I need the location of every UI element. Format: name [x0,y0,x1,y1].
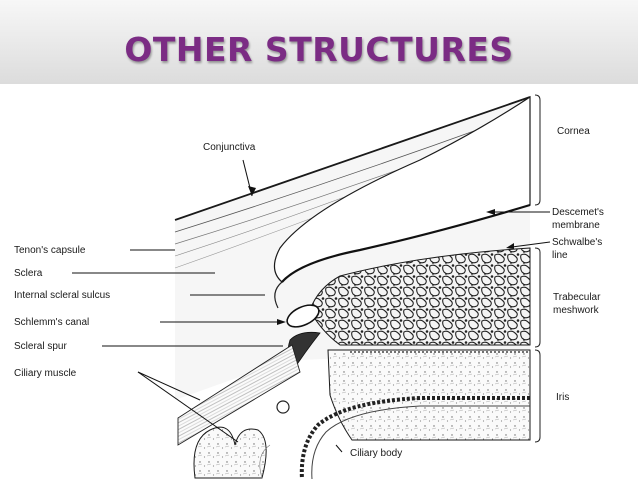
conjunctiva-surface [174,96,531,221]
trabecular-bracket [534,247,541,348]
iris-region [327,349,531,441]
schlemms-canal [286,304,320,328]
eye-angle-diagram: Conjunctiva Tenon's capsule Sclera Inter… [14,94,604,479]
ciliary-body-processes [193,426,267,479]
label-schlemms-canal: Schlemm's canal [14,317,89,328]
label-ciliary-muscle: Ciliary muscle [14,368,77,379]
label-iris: Iris [556,392,569,403]
label-trabecular-1: Trabecular [553,292,601,303]
cornea-bracket [534,94,541,206]
label-conjunctiva: Conjunctiva [203,142,256,153]
label-schwalbes-1: Schwalbe's [552,237,602,248]
trabecular-meshwork [309,247,531,346]
label-ciliary-body: Ciliary body [350,448,402,459]
ciliary-muscle-region [177,344,301,446]
label-trabecular-2: meshwork [553,305,600,316]
label-sclera: Sclera [14,268,43,279]
label-cornea: Cornea [557,126,590,137]
iris-bracket [534,349,541,443]
slide-title: OTHER STRUCTURES [124,30,514,69]
label-descemets-2: membrane [552,220,600,231]
pigment-epithelium [299,396,530,479]
label-descemets-1: Descemet's [552,207,604,218]
descemets-membrane [281,203,531,283]
vessel [276,400,290,414]
label-internal-scleral-sulcus: Internal scleral sulcus [14,290,110,301]
slide-header: OTHER STRUCTURES [0,0,638,84]
label-tenons-capsule: Tenon's capsule [14,245,86,256]
label-schwalbes-2: line [552,250,568,261]
label-scleral-spur: Scleral spur [14,341,67,352]
